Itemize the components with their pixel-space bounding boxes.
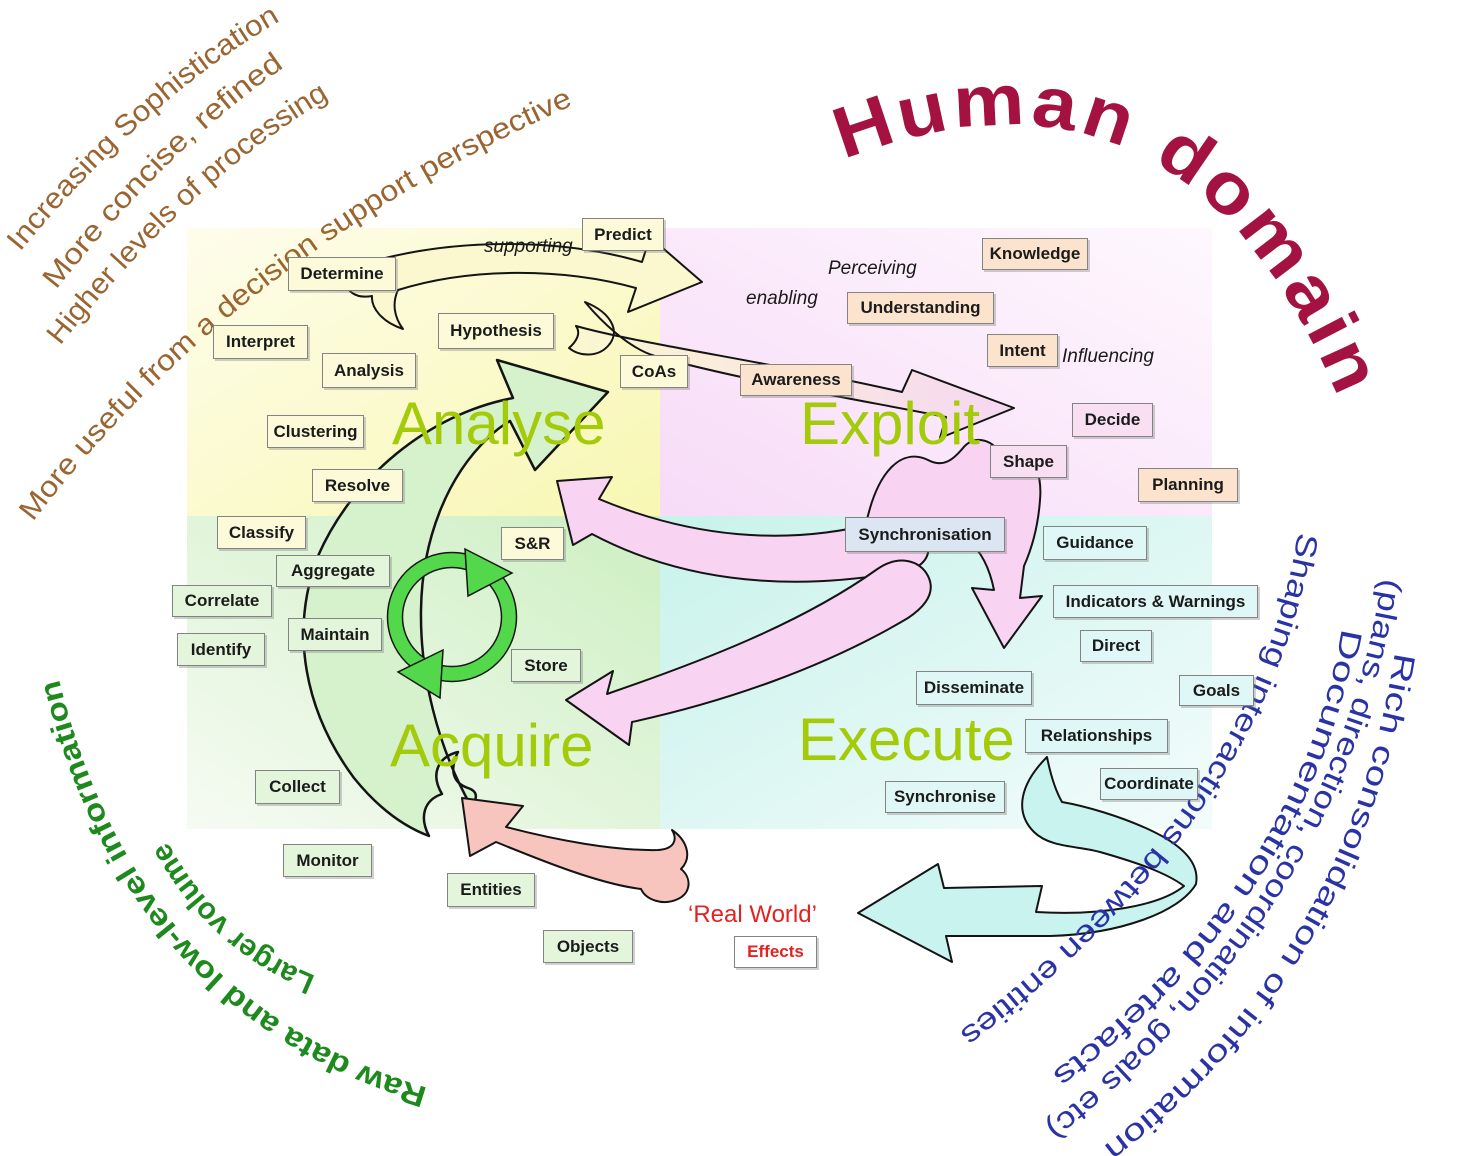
box-analysis: Analysis (322, 353, 416, 388)
box-indicators-warnings: Indicators & Warnings (1053, 585, 1258, 618)
box-guidance: Guidance (1043, 526, 1147, 560)
box-objects: Objects (543, 930, 633, 963)
box-store: Store (511, 649, 581, 682)
green-cycle-arrows (386, 547, 518, 700)
box-understanding: Understanding (847, 292, 994, 324)
salmon-realworld-arrow (461, 797, 690, 903)
box-direct: Direct (1080, 630, 1152, 662)
quadrant-title-analyse: Analyse (392, 390, 606, 457)
box-predict: Predict (582, 218, 664, 251)
box-aggregate: Aggregate (276, 555, 390, 587)
box-correlate: Correlate (172, 585, 272, 617)
cycle-arrowhead-top-icon (464, 547, 514, 598)
flow-label-influencing: Influencing (1062, 346, 1154, 367)
box-shape: Shape (990, 445, 1067, 478)
box-identify: Identify (177, 633, 265, 666)
box-coas: CoAs (620, 355, 688, 388)
box-clustering: Clustering (267, 415, 364, 448)
flow-label-enabling: enabling (746, 288, 818, 309)
box-monitor: Monitor (283, 844, 372, 877)
box-hypothesis: Hypothesis (438, 313, 554, 349)
real-world-label: ‘Real World’ (688, 901, 817, 928)
box-relationships: Relationships (1025, 719, 1168, 753)
box-maintain: Maintain (288, 618, 382, 651)
box-knowledge: Knowledge (982, 238, 1088, 270)
quadrant-title-execute: Execute (798, 706, 1015, 773)
box-classify: Classify (217, 516, 306, 549)
bottom-right-caption-group: Shaping interactions between entities Do… (955, 531, 1421, 1156)
box-collect: Collect (255, 770, 340, 804)
pink-feedback-arrow-lower (565, 559, 932, 746)
box-goals: Goals (1179, 675, 1254, 706)
box-determine: Determine (288, 257, 396, 291)
flow-label-supporting: supporting (484, 236, 573, 257)
box-entities: Entities (447, 873, 535, 907)
flow-label-perceiving: Perceiving (828, 258, 917, 279)
box-synchronisation: Synchronisation (845, 517, 1005, 552)
quadrant-title-acquire: Acquire (390, 712, 594, 779)
box-interpret: Interpret (213, 325, 308, 359)
box-decide: Decide (1072, 403, 1153, 437)
box-synchronise: Synchronise (885, 781, 1005, 813)
cyan-execute-arrow (857, 756, 1198, 963)
box-sr: S&R (501, 527, 564, 560)
cycle-arrowhead-bottom-icon (396, 648, 444, 700)
box-planning: Planning (1138, 468, 1238, 502)
box-coordinate: Coordinate (1100, 768, 1198, 800)
box-intent: Intent (987, 334, 1058, 367)
box-disseminate: Disseminate (916, 671, 1032, 705)
box-effects: Effects (734, 936, 817, 968)
quadrant-title-exploit: Exploit (800, 390, 981, 457)
box-awareness: Awareness (740, 364, 852, 396)
box-resolve: Resolve (312, 469, 403, 502)
